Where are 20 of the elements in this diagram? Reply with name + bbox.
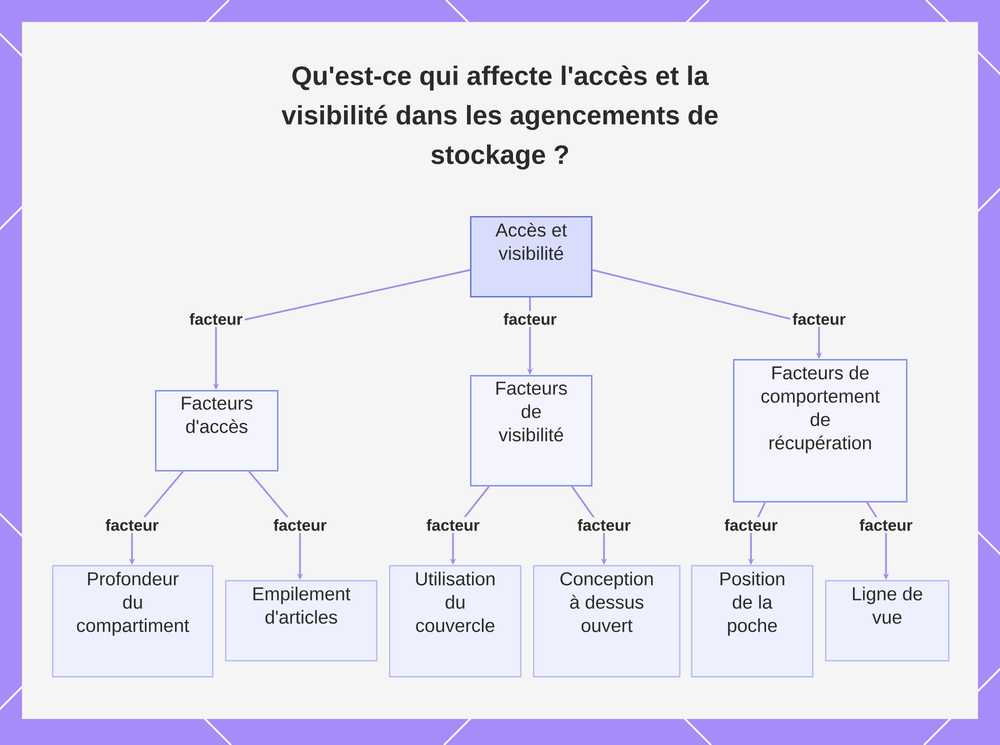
factor-box: Empilement d'articles [225, 580, 378, 662]
edge-label: facteur [501, 311, 559, 327]
factor-box: Profondeur du compartiment [52, 565, 214, 678]
category-box: Facteurs de comportement de récupération [733, 359, 908, 502]
edge-label: facteur [424, 517, 482, 533]
factor-box: Position de la poche [691, 565, 814, 678]
factor-box: Ligne de vue [825, 580, 950, 662]
factor-box: Utilisation du couvercle [389, 565, 522, 678]
edge-label: facteur [575, 517, 633, 533]
edge-label: facteur [857, 517, 915, 533]
edge-label: facteur [271, 517, 329, 533]
edge-label: facteur [722, 517, 780, 533]
edge-label: facteur [790, 311, 848, 327]
topic-box: Accès et visibilité [470, 216, 592, 298]
edge-label: facteur [187, 311, 245, 327]
edge-label: facteur [103, 517, 161, 533]
category-box: Facteurs d'accès [155, 390, 278, 472]
title: Qu'est-ce qui affecte l'accès et la visibilité dans les agencements de stockage ? [282, 65, 718, 170]
factor-box: Conception à dessus ouvert [533, 565, 680, 678]
category-box: Facteurs de visibilité [470, 375, 592, 486]
